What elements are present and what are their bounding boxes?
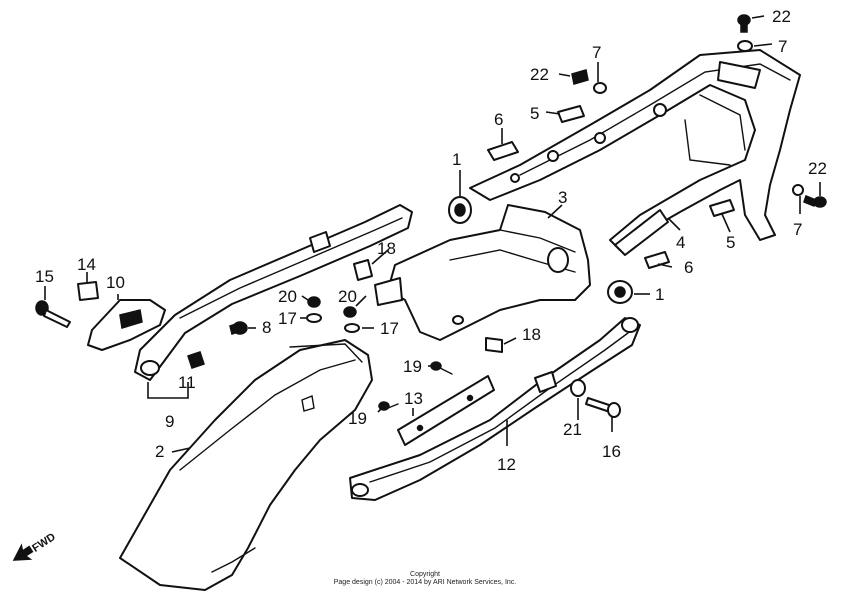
callout-20-left: 20	[278, 287, 297, 306]
callout-6-lower: 6	[684, 258, 693, 277]
callout-1-right: 1	[655, 285, 664, 304]
fwd-label: FWD	[30, 531, 58, 555]
bolt-22-top	[737, 14, 751, 33]
washer-17-left	[306, 313, 322, 323]
callout-22-top: 22	[772, 7, 791, 26]
bushing-1-left	[448, 196, 472, 224]
callout-18-lower: 18	[522, 325, 541, 344]
bolt-15	[35, 300, 71, 328]
callout-22-right: 22	[808, 159, 827, 178]
washer-17-right	[344, 323, 360, 333]
callout-10: 10	[106, 273, 125, 292]
callout-15: 15	[35, 267, 54, 286]
callout-4: 4	[676, 233, 685, 252]
nut-20-left	[307, 296, 321, 308]
washer-21	[570, 379, 586, 397]
callout-11: 11	[178, 373, 196, 392]
pad-5-lower	[709, 199, 735, 217]
left-side-rail	[134, 204, 413, 381]
callout-19-lower: 19	[348, 409, 367, 428]
callout-8: 8	[262, 318, 271, 337]
washer-7-right	[792, 184, 804, 196]
callout-17-right: 17	[380, 319, 399, 338]
upper-frame-rail	[469, 49, 801, 256]
callout-14: 14	[77, 255, 96, 274]
callout-labels: 1 1 2 3 4 5 5 6 6 7 7 7 8 9 10 11 12 13 …	[35, 7, 827, 474]
copyright-notice: Copyright Page design (c) 2004 - 2014 by…	[0, 571, 850, 587]
callout-5-upper: 5	[530, 104, 539, 123]
leader-lines	[44, 15, 821, 453]
copyright-line-1: Copyright	[410, 571, 440, 578]
bolt-22-right	[803, 195, 827, 208]
washer-7-top	[737, 40, 753, 52]
bolt-22-upper-mid	[571, 69, 589, 85]
callout-2: 2	[155, 442, 164, 461]
bolt-16	[585, 397, 621, 418]
callout-7-right: 7	[793, 220, 802, 239]
callout-19-upper: 19	[403, 357, 422, 376]
callout-16: 16	[602, 442, 621, 461]
collar-18-upper	[353, 259, 373, 281]
fwd-arrow: FWD	[12, 531, 58, 561]
callout-12: 12	[497, 455, 516, 474]
callout-18-upper: 18	[377, 239, 396, 258]
nut-20-right	[343, 306, 357, 318]
callout-7-upper-mid: 7	[592, 43, 601, 62]
pad-5-upper	[557, 105, 585, 123]
bushing-1-right	[607, 280, 633, 304]
plate-13	[397, 375, 495, 446]
callout-22-upper-mid: 22	[530, 65, 549, 84]
callout-1-upper: 1	[452, 150, 461, 169]
collar-18-lower	[485, 337, 503, 353]
pad-6-upper	[487, 141, 519, 161]
callout-21: 21	[563, 420, 582, 439]
tag-14	[77, 281, 99, 301]
callout-9: 9	[165, 412, 174, 431]
pad-6-lower	[644, 251, 670, 269]
callout-6-upper: 6	[494, 110, 503, 129]
callout-13: 13	[404, 389, 423, 408]
nut-11	[187, 351, 205, 369]
center-crossmember	[374, 204, 591, 341]
copyright-line-2: Page design (c) 2004 - 2014 by ARI Netwo…	[333, 579, 517, 586]
callout-7-top: 7	[778, 37, 787, 56]
washer-7-upper-mid	[593, 82, 607, 94]
bolt-8	[229, 321, 248, 335]
right-lower-rail	[349, 317, 641, 501]
callout-3: 3	[558, 188, 567, 207]
rear-fender	[119, 339, 373, 591]
screw-19-upper	[430, 361, 453, 375]
callout-20-right: 20	[338, 287, 357, 306]
callout-17-left: 17	[278, 309, 297, 328]
callout-5-lower: 5	[726, 233, 735, 252]
bracket-10	[87, 299, 166, 351]
